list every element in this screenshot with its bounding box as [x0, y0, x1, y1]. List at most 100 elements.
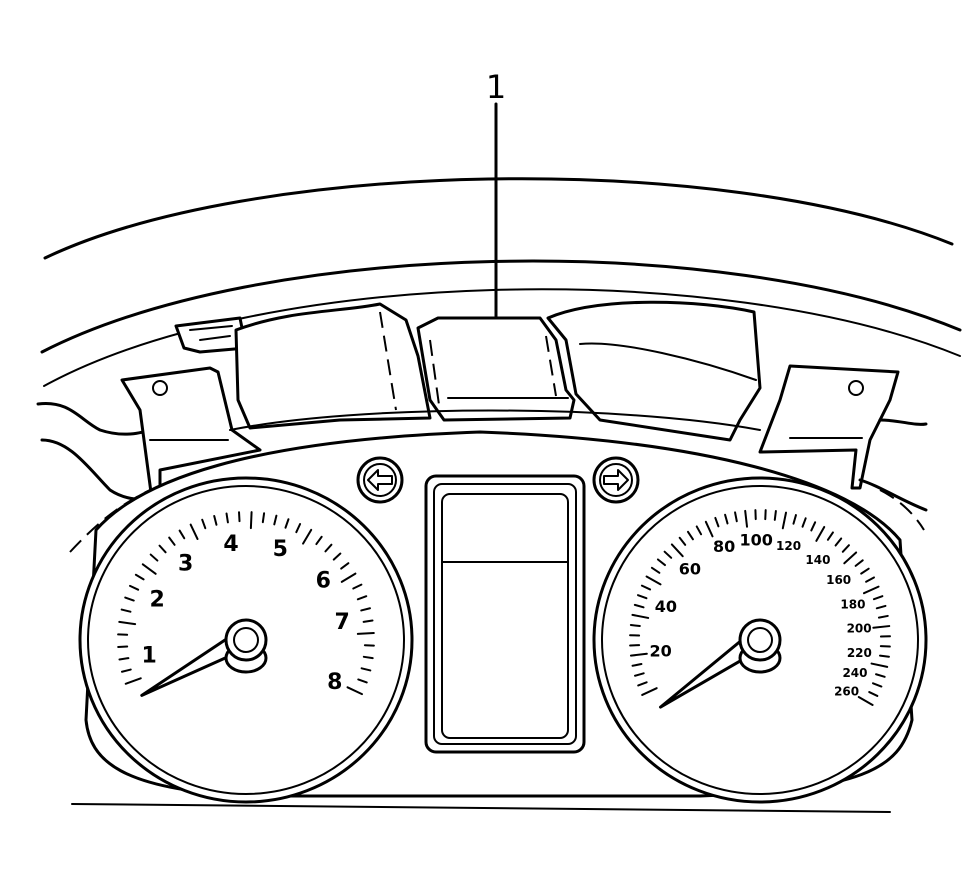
tachometer-tick [360, 607, 371, 612]
tachometer-tick [332, 552, 342, 561]
speedometer-label: 200 [847, 621, 872, 635]
tachometer-label: 7 [335, 610, 350, 635]
center-hidden-line-right [545, 335, 557, 397]
speedometer-label: 240 [842, 666, 867, 680]
speedometer-hub-cap [747, 627, 773, 653]
tachometer-tick [295, 522, 302, 534]
speedometer-tick [663, 550, 673, 559]
right-mounting-bracket [758, 364, 900, 490]
tachometer-label: 5 [273, 537, 288, 562]
tachometer-tick [273, 514, 278, 526]
speedometer-label: 160 [826, 573, 851, 587]
speedometer-tick [631, 663, 643, 667]
speedometer-tick [773, 509, 777, 521]
speedometer-tick [878, 654, 890, 658]
left-bracket-hole [152, 380, 168, 396]
speedometer-label: 120 [776, 539, 801, 553]
tachometer-tick [284, 518, 290, 529]
right-housing-contour [579, 342, 757, 381]
speedometer-tick [854, 559, 864, 567]
dash-outer-arc [43, 177, 954, 260]
callout-number: 1 [486, 68, 506, 106]
speedometer-label: 40 [655, 597, 677, 616]
speedometer-tick [704, 520, 714, 538]
speedometer-tick [871, 682, 883, 688]
speedometer-tick [792, 514, 797, 525]
speedometer-tick [656, 558, 667, 567]
tachometer-tick [213, 515, 218, 526]
speedometer-tick [629, 623, 641, 628]
right-arrow-icon [603, 469, 629, 491]
speedometer-tick [872, 625, 891, 629]
tachometer-tick [128, 584, 140, 591]
left-housing-hidden-line [379, 311, 397, 411]
center-display-screen [441, 493, 569, 739]
tachometer-tick [158, 544, 167, 554]
speedometer-tick [678, 536, 687, 546]
speedometer-tick [841, 544, 850, 553]
speedometer-tick [868, 691, 879, 697]
tachometer-tick [118, 657, 130, 661]
speedometer-tick [843, 551, 858, 565]
speedometer-tick [810, 521, 817, 532]
harness-right [878, 418, 928, 426]
tachometer-tick [168, 536, 176, 546]
center-display-inner [433, 483, 577, 745]
tachometer-tick [356, 632, 375, 635]
speedometer-tick [724, 513, 729, 525]
tachometer-tick [362, 655, 374, 660]
left-mounting-bracket [120, 366, 262, 502]
speedometer-tick [633, 603, 645, 609]
speedometer-hub [738, 618, 782, 662]
speedometer-tick [801, 517, 807, 528]
speedometer-tick [645, 575, 662, 586]
right-turn-indicator [592, 456, 640, 504]
speedometer-tick [857, 696, 874, 706]
tachometer-label: 1 [141, 644, 156, 669]
speedometer-label: 20 [649, 641, 671, 660]
speedometer-tick [629, 652, 648, 657]
speedometer-tick [815, 525, 826, 542]
speedometer-tick [734, 511, 738, 523]
tachometer-tick [362, 619, 374, 623]
speedometer-tick [875, 673, 886, 678]
tachometer-tick [121, 668, 132, 673]
tachometer-tick [356, 595, 368, 601]
speedometer-label: 100 [739, 531, 772, 550]
tachometer-hub [224, 618, 268, 662]
dash-inner-arc-2 [43, 288, 961, 387]
tachometer-label: 6 [316, 568, 331, 593]
speedometer-tick [870, 662, 889, 668]
speedometer-tick [877, 614, 889, 619]
faceplate-right-dash [879, 489, 925, 531]
faceplate-top-edge [229, 409, 761, 431]
left-turn-indicator [356, 456, 404, 504]
speedometer-tick [695, 525, 703, 536]
center-module [416, 316, 576, 422]
speedometer-tick [641, 687, 658, 696]
tachometer-tick [261, 512, 266, 524]
center-hidden-line-left [429, 339, 441, 413]
speedometer-tick [714, 516, 720, 528]
speedometer-label: 180 [840, 598, 865, 612]
tachometer-tick [124, 596, 135, 602]
speedometer-tick [826, 531, 834, 541]
speedometer-tick [744, 509, 749, 528]
speedometer-tick [865, 576, 875, 583]
left-housing-block [234, 302, 432, 430]
tachometer-tick [134, 573, 145, 581]
tachometer-tick [141, 563, 157, 575]
tachometer-tick [352, 583, 363, 590]
tachometer-tick [346, 686, 364, 696]
tachometer-tick [118, 620, 137, 626]
harness-left-lower [40, 438, 162, 501]
speedometer-label: 220 [847, 646, 872, 660]
tachometer-tick [178, 529, 186, 540]
tachometer-label: 8 [327, 670, 342, 695]
tachometer-tick [302, 528, 313, 545]
speedometer-tick [631, 613, 650, 619]
speedometer-face [601, 485, 919, 795]
faceplate-left-dash [69, 489, 151, 553]
